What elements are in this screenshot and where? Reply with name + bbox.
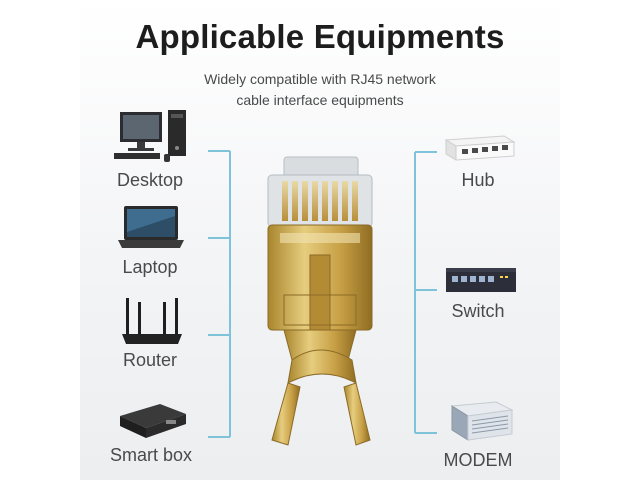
subtitle-line-1: Widely compatible with RJ45 network bbox=[204, 71, 436, 87]
device-label-modem: MODEM bbox=[443, 450, 513, 470]
page-title: Applicable Equipments bbox=[135, 18, 505, 55]
modem-icon bbox=[450, 401, 514, 441]
left-connector-bracket bbox=[208, 150, 231, 438]
right-connector-bracket bbox=[414, 151, 437, 434]
router-icon bbox=[122, 298, 182, 344]
smart-box-icon bbox=[120, 404, 186, 438]
rj45-connector-image bbox=[267, 156, 373, 446]
desktop-computer-icon bbox=[114, 110, 186, 162]
device-label-router: Router bbox=[122, 350, 178, 370]
page-subtitle: Widely compatible with RJ45 network cabl… bbox=[0, 69, 640, 111]
device-label-switch: Switch bbox=[451, 301, 505, 321]
device-label-smart-box: Smart box bbox=[109, 445, 193, 465]
laptop-icon bbox=[118, 206, 184, 248]
subtitle-line-2: cable interface equipments bbox=[236, 92, 404, 108]
device-label-laptop: Laptop bbox=[122, 257, 178, 277]
hub-icon bbox=[444, 135, 516, 161]
device-label-desktop: Desktop bbox=[116, 170, 184, 190]
device-label-hub: Hub bbox=[461, 170, 495, 190]
switch-icon bbox=[446, 268, 516, 292]
